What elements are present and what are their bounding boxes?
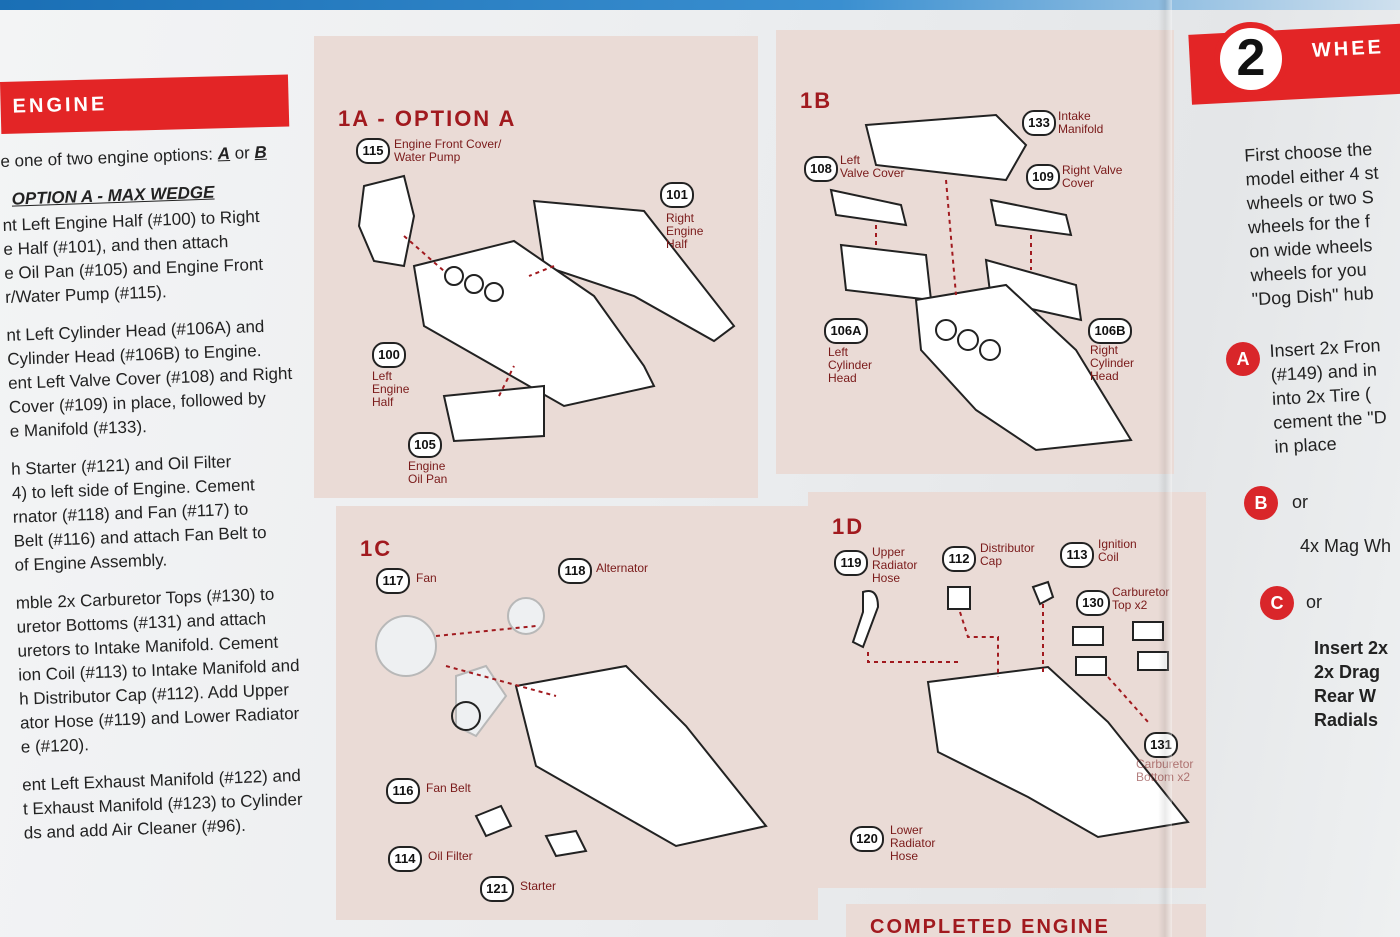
part-label-108: Left Valve Cover [840, 153, 905, 180]
top-color-band [0, 0, 1400, 10]
instruction-text: e one of two engine options: A or B OPTI… [0, 139, 345, 860]
part-number-100: 100 [372, 342, 406, 368]
part-label-117: Fan [416, 571, 437, 585]
part-number-101: 101 [660, 182, 694, 208]
part-label-120: Lower Radiator Hose [890, 823, 936, 863]
part-number-133: 133 [1022, 110, 1056, 136]
instruction-step: nt Left Cylinder Head (#106A) and Cylind… [6, 316, 293, 441]
part-label-121: Starter [520, 879, 557, 893]
panel-completed-engine: COMPLETED ENGINE [846, 904, 1206, 937]
section-title: ENGINE [12, 93, 108, 118]
part-label-113: Ignition Coil [1098, 537, 1137, 564]
instruction-intro: e one of two engine options: A or B [0, 142, 268, 171]
part-number-106b: 106B [1088, 318, 1132, 344]
part-number-105: 105 [408, 432, 442, 458]
step2-intro: First choose the model either 4 st wheel… [1243, 138, 1379, 310]
section-banner: ENGINE [0, 74, 290, 134]
panel-title: COMPLETED ENGINE [870, 916, 1110, 937]
instruction-step: mble 2x Carburetor Tops (#130) to uretor… [15, 584, 300, 757]
part-label-118: Alternator [596, 561, 649, 575]
option-badge-a: A [1226, 342, 1260, 376]
instruction-step: ent Left Exhaust Manifold (#122) and t E… [21, 765, 303, 843]
instruction-step: nt Left Engine Half (#100) to Right e Ha… [2, 206, 264, 307]
option-badge-c: C [1260, 586, 1294, 620]
part-label-115: Engine Front Cover/ Water Pump [394, 137, 502, 164]
panel-title: 1B [800, 88, 833, 113]
step-number-circle: 2 [1214, 22, 1288, 96]
part-label-133: Intake Manifold [1058, 109, 1104, 136]
part-label-114: Oil Filter [428, 849, 473, 863]
part-number-121: 121 [480, 876, 514, 902]
option-c-text: or [1306, 592, 1323, 612]
part-label-100: Left Engine Half [372, 369, 410, 409]
engine-exploded-drawing [375, 597, 768, 858]
panel-title: 1A - OPTION A [338, 106, 517, 131]
engine-exploded-drawing [829, 113, 1133, 452]
part-number-118: 118 [558, 558, 592, 584]
panel-1a: 1A - OPTION A 115 Engine Front Cover/ Wa… [314, 36, 758, 498]
instruction-step: h Starter (#121) and Oil Filter 4) to le… [10, 452, 267, 575]
engine-exploded-drawing [851, 580, 1190, 839]
option-c-subtext: Insert 2x 2x Drag Rear W Radials [1314, 638, 1389, 730]
part-number-119: 119 [834, 550, 868, 576]
panel-title: 1D [832, 514, 865, 539]
part-number-131: 131 [1144, 732, 1178, 758]
part-label-105: Engine Oil Pan [408, 459, 448, 486]
part-number-108: 108 [804, 156, 838, 182]
part-label-131: Carburetor Bottom x2 [1136, 758, 1193, 784]
part-number-130: 130 [1076, 590, 1110, 616]
page-fold [1158, 0, 1172, 937]
part-number-116: 116 [386, 778, 420, 804]
part-number-114: 114 [388, 846, 422, 872]
step2-title: WHEE [1311, 36, 1385, 62]
part-number-120: 120 [850, 826, 884, 852]
panel-1d: 1D 119 Upper Radiator Hose 112 Distribut… [808, 492, 1206, 888]
part-label-101: Right Engine Half [666, 211, 704, 251]
part-label-112: Distributor Cap [980, 541, 1035, 568]
part-label-130: Carburetor Top x2 [1112, 585, 1170, 612]
panel-1c: 1C 117 Fan 118 Alternator 116 Fan Belt 1… [336, 506, 818, 920]
part-number-115: 115 [356, 138, 390, 164]
part-label-119: Upper Radiator Hose [872, 545, 918, 585]
option-b-subtext: 4x Mag Wh [1300, 536, 1392, 556]
part-number-113: 113 [1060, 542, 1094, 568]
part-number-106a: 106A [824, 318, 868, 344]
part-number-112: 112 [942, 546, 976, 572]
part-label-106b: Right Cylinder Head [1090, 343, 1135, 383]
panel-title: 1C [360, 536, 393, 561]
part-number-109: 109 [1026, 164, 1060, 190]
panel-1b: 1B 133 Intake Manifold 108 Left Valve Co… [776, 30, 1174, 474]
part-label-106a: Left Cylinder Head [828, 345, 873, 385]
part-label-109: Right Valve Cover [1062, 163, 1123, 190]
engine-exploded-drawing [357, 174, 736, 443]
option-badge-b: B [1244, 486, 1278, 520]
part-label-116: Fan Belt [426, 781, 471, 795]
part-number-117: 117 [376, 568, 410, 594]
option-a-text: Insert 2x Fron (#149) and in into 2x Tir… [1269, 335, 1388, 457]
option-b-text: or [1292, 492, 1309, 512]
